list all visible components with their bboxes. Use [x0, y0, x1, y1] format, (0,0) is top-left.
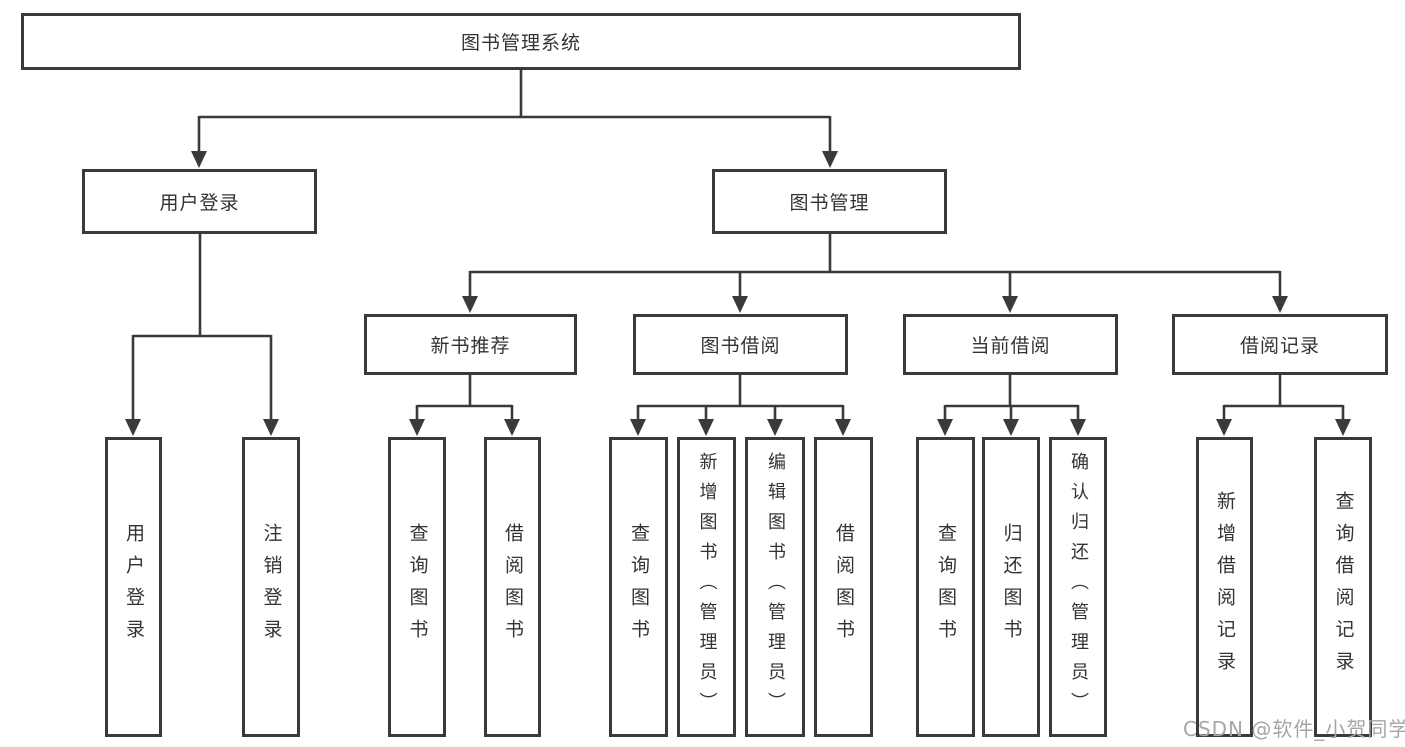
node-label: 编辑图书（管理员） — [765, 452, 786, 722]
node-label: 图书管理系统 — [460, 32, 581, 54]
node-label: 用户登录 — [123, 523, 145, 651]
leaf-return-book: 归还图书 — [982, 437, 1040, 737]
node-label: 确认归还（管理员） — [1068, 452, 1089, 722]
node-label: 借阅图书 — [833, 523, 855, 651]
node-label: 查询借阅记录 — [1332, 491, 1355, 683]
node-label: 归还图书 — [1000, 523, 1023, 651]
leaf-query-book-borrow: 查询图书 — [609, 437, 668, 737]
leaf-logout: 注销登录 — [242, 437, 300, 737]
node-label: 查询图书 — [935, 523, 957, 651]
node-label: 图书管理 — [789, 192, 870, 214]
node-label: 当前借阅 — [970, 335, 1051, 357]
node-user-login: 用户登录 — [82, 169, 317, 234]
node-label: 图书借阅 — [700, 335, 781, 357]
leaf-borrow-book-recommend: 借阅图书 — [484, 437, 541, 737]
leaf-add-book-admin: 新增图书（管理员） — [677, 437, 736, 737]
leaf-query-book-recommend: 查询图书 — [388, 437, 446, 737]
node-label: 注销登录 — [260, 523, 283, 651]
node-borrow-record: 借阅记录 — [1172, 314, 1388, 375]
leaf-query-book-current: 查询图书 — [916, 437, 975, 737]
node-root-system: 图书管理系统 — [21, 13, 1021, 70]
node-label: 用户登录 — [159, 192, 240, 214]
leaf-query-borrow-record: 查询借阅记录 — [1314, 437, 1372, 737]
leaf-add-borrow-record: 新增借阅记录 — [1196, 437, 1253, 737]
node-label: 新书推荐 — [430, 335, 511, 357]
node-book-borrow: 图书借阅 — [633, 314, 848, 375]
node-label: 借阅图书 — [502, 523, 524, 651]
node-label: 新增图书（管理员） — [696, 452, 718, 722]
node-label: 借阅记录 — [1239, 335, 1320, 357]
leaf-edit-book-admin: 编辑图书（管理员） — [745, 437, 805, 737]
leaf-borrow-book: 借阅图书 — [814, 437, 873, 737]
node-book-management: 图书管理 — [712, 169, 947, 234]
node-label: 查询图书 — [406, 523, 429, 651]
leaf-user-login: 用户登录 — [105, 437, 162, 737]
node-new-book-recommend: 新书推荐 — [364, 314, 577, 375]
node-current-borrow: 当前借阅 — [903, 314, 1118, 375]
node-label: 查询图书 — [628, 523, 650, 651]
csdn-watermark: CSDN @软件_小贺同学 — [1183, 717, 1405, 741]
leaf-confirm-return-admin: 确认归还（管理员） — [1049, 437, 1107, 737]
node-label: 新增借阅记录 — [1214, 491, 1236, 683]
